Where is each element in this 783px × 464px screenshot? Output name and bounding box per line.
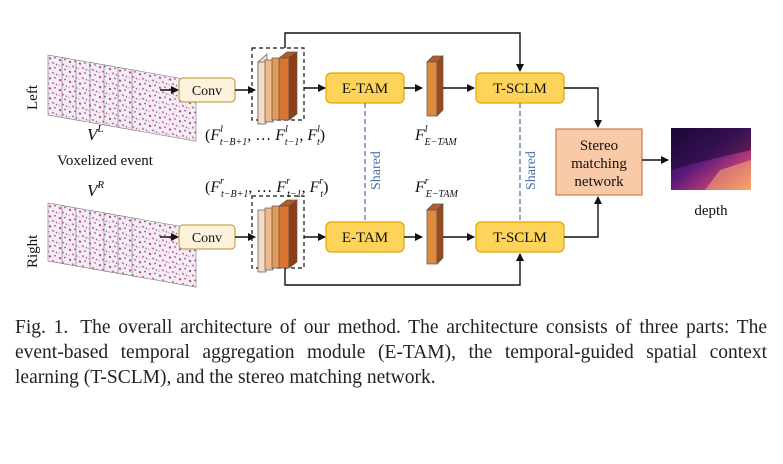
event-voxel-stack-right (47, 202, 197, 288)
voxel-label-right: VR (87, 179, 104, 200)
etam-feature-right (426, 203, 444, 265)
depth-label: depth (694, 203, 728, 219)
skip-connection-left (284, 32, 524, 72)
tsclm-block-left: T-SCLM (475, 72, 565, 104)
tsclm-block-right: T-SCLM (475, 221, 565, 253)
depth-map-image (671, 128, 751, 190)
conv-block-left: Conv (178, 77, 236, 103)
svg-text:T-SCLM: T-SCLM (493, 81, 547, 97)
conv-block-right: Conv (178, 224, 236, 250)
shared-label-tsclm: Shared (524, 151, 539, 190)
svg-text:Conv: Conv (192, 84, 222, 99)
voxelized-event-label: Voxelized event (57, 153, 154, 169)
voxel-label-left: VL (87, 123, 104, 144)
svg-text:E-TAM: E-TAM (342, 230, 388, 246)
caption-label: Fig. 1. (15, 317, 69, 338)
svg-text:network: network (574, 174, 624, 190)
etam-block-left: E-TAM (325, 72, 405, 104)
svg-text:Stereo: Stereo (580, 138, 618, 154)
skip-connection-right (284, 253, 524, 286)
svg-text:T-SCLM: T-SCLM (493, 230, 547, 246)
caption-text: The overall architecture of our method. … (15, 317, 767, 388)
svg-text:matching: matching (571, 156, 627, 172)
stereo-matching-network: Stereo matching network (555, 128, 643, 196)
svg-text:E-TAM: E-TAM (342, 81, 388, 97)
etam-feature-left (426, 55, 444, 117)
label-left: Left (25, 84, 41, 110)
svg-text:Conv: Conv (192, 231, 222, 246)
label-right: Right (25, 234, 41, 268)
architecture-diagram: Left Right VL Voxelized event VR (25, 32, 751, 288)
etam-block-right: E-TAM (325, 221, 405, 253)
feature-stack-right (251, 195, 305, 273)
feature-stack-left (251, 47, 305, 125)
figure-caption: Fig. 1.The overall architecture of our m… (15, 315, 767, 390)
event-voxel-stack-left (47, 54, 197, 142)
shared-label-etam: Shared (369, 151, 384, 190)
